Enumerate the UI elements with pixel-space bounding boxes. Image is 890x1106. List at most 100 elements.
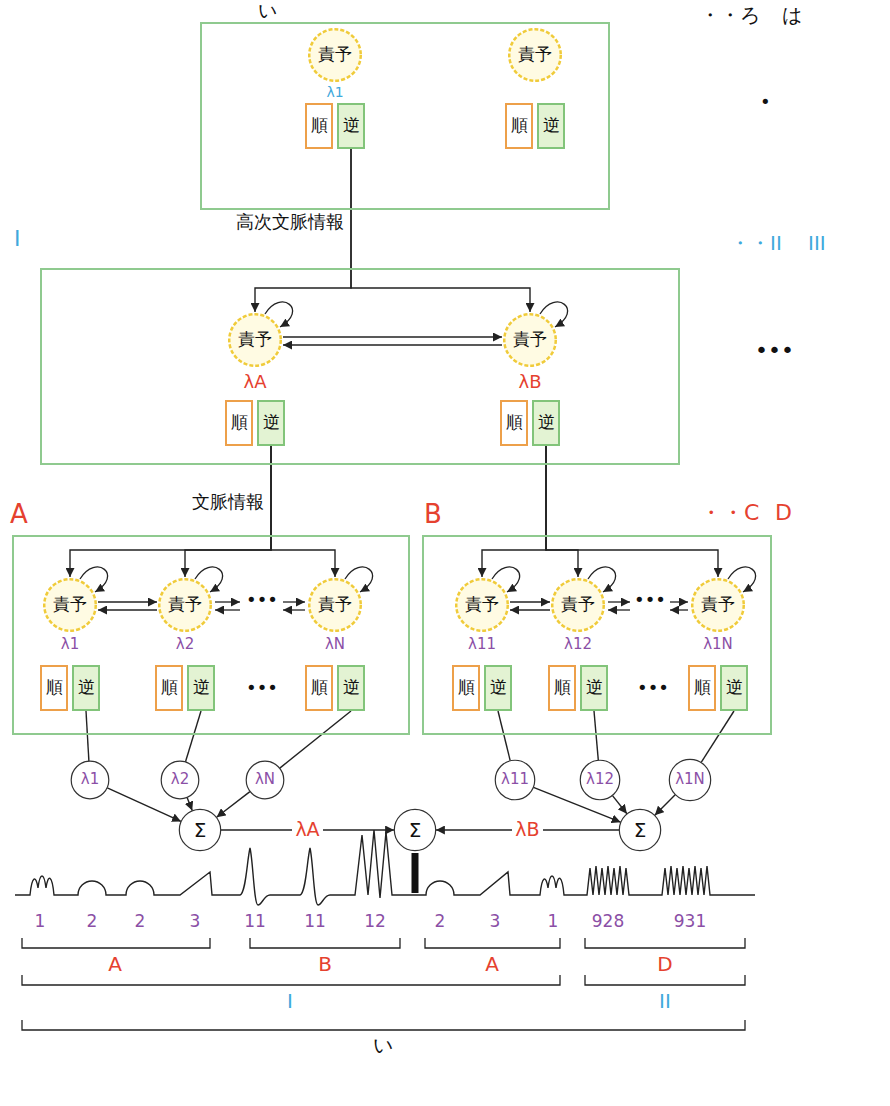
inverse-model-box: 逆 [532, 400, 560, 446]
annotation-label: ・・II [730, 232, 782, 255]
annotation-label: ••• [246, 678, 278, 699]
node-outline-circle [229, 314, 281, 366]
responsibility-predictor: 責予 [157, 577, 213, 633]
connector [86, 711, 89, 761]
level-box: B責予責予責予順逆順逆順逆 [422, 535, 772, 735]
output-bar [412, 853, 419, 893]
responsibility-predictor: 責予 [454, 577, 510, 633]
annotation-label: ••• [246, 590, 278, 611]
connector [98, 601, 157, 602]
annotation-label: A [485, 953, 499, 976]
annotation-label: A [108, 953, 122, 976]
connector [482, 446, 546, 577]
model-label: 逆 [263, 413, 280, 433]
ellipsis-arrow [215, 602, 688, 610]
inverse-model-box: 逆 [537, 103, 565, 149]
annotation-label: λN [325, 636, 345, 653]
weight-label: λ12 [586, 771, 614, 788]
weight-label: λ2 [171, 771, 189, 788]
node-outline-circle [394, 809, 435, 850]
model-label: 順 [161, 678, 178, 698]
node-outline-circle [161, 761, 199, 799]
node-outline-circle [44, 579, 96, 631]
model-label: 逆 [543, 116, 560, 136]
annotation-label: 2 [87, 912, 98, 932]
annotation-label: 12 [364, 912, 386, 932]
annotation-label: λ12 [564, 636, 592, 653]
edge-label: λA [292, 819, 322, 841]
model-label: 順 [458, 678, 475, 698]
sum-label: Σ [634, 819, 647, 842]
level-label: I [14, 226, 21, 251]
responsibility-predictor: 責予 [550, 577, 606, 633]
responsibility-predictor: 責予 [307, 27, 363, 83]
model-label: 順 [554, 678, 571, 698]
inverse-model-box: 逆 [580, 665, 608, 711]
connector [271, 446, 335, 577]
node-outline-circle [71, 761, 109, 799]
connector [98, 609, 157, 610]
model-label: 順 [311, 678, 328, 698]
connector [655, 795, 675, 815]
annotation-label: I [287, 990, 293, 1013]
forward-model-box: 順 [505, 103, 533, 149]
model-label: 順 [46, 678, 63, 698]
edge-label: λB [512, 819, 542, 841]
weight-label: λ1 [81, 771, 99, 788]
annotation-label: III [808, 232, 826, 255]
node-outline-circle [669, 759, 710, 800]
annotation-label: λ2 [176, 636, 194, 653]
model-label: 順 [231, 413, 248, 433]
connector [510, 601, 550, 602]
forward-model-box: 順 [548, 665, 576, 711]
connector [613, 796, 627, 814]
sum-node: Σ [393, 808, 437, 852]
annotation-label: ••• [637, 678, 669, 699]
weight-node: λ11 [494, 759, 536, 801]
model-label: 逆 [193, 678, 210, 698]
self-loop [80, 302, 756, 592]
responsibility-predictor: 責予 [690, 577, 746, 633]
annotation-label: ••• [755, 338, 794, 363]
node-outline-circle [159, 579, 211, 631]
level-box: I責予責予順逆順逆 [40, 268, 680, 465]
weight-node: λ2 [160, 760, 200, 800]
connector [185, 446, 271, 577]
annotation-label: 1 [35, 912, 46, 932]
annotation-label: ・・ろ [700, 4, 760, 27]
annotation-label: λB [518, 372, 541, 393]
level-label: い [258, 0, 277, 22]
model-label: 順 [511, 116, 528, 136]
annotation-label: 931 [674, 912, 706, 932]
responsibility-predictor: 責予 [507, 27, 563, 83]
level-label: B [424, 500, 442, 530]
annotation-label: は [782, 4, 802, 27]
connector [70, 446, 271, 577]
connector [280, 711, 351, 768]
level-box: い責予順逆責予順逆 [200, 22, 610, 210]
unit-label: 責予 [701, 595, 735, 615]
annotation-label: λ1N [703, 636, 733, 653]
weight-node: λ1 [70, 760, 110, 800]
unit-label: 責予 [513, 330, 547, 350]
connector [217, 792, 250, 818]
annotation-label: 2 [135, 912, 146, 932]
connector [187, 798, 192, 811]
annotation-label: II [659, 990, 671, 1013]
annotation-label: 3 [190, 912, 201, 932]
bracket [22, 938, 745, 1030]
connector [498, 711, 510, 761]
model-label: 逆 [586, 678, 603, 698]
annotation-label: B [318, 953, 332, 976]
annotation-label: 3 [490, 912, 501, 932]
forward-model-box: 順 [688, 665, 716, 711]
model-label: 順 [694, 678, 711, 698]
model-label: 逆 [538, 413, 555, 433]
unit-label: 責予 [238, 330, 272, 350]
weight-node: λ12 [579, 759, 621, 801]
inverse-model-box: 逆 [72, 665, 100, 711]
forward-model-box: 順 [305, 103, 333, 149]
